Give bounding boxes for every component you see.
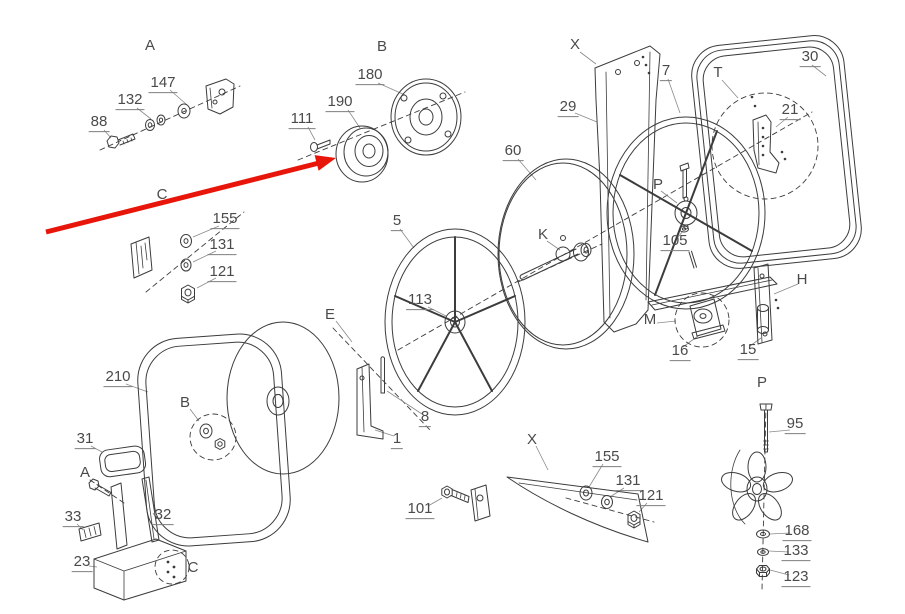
part-1-bracket — [356, 363, 384, 440]
detail-c-lower — [154, 549, 190, 585]
part-label-111: 111 — [288, 110, 316, 129]
part-label-131-x: 131 — [613, 472, 643, 491]
part-label-190: 190 — [325, 93, 355, 112]
section-label-b-top: B — [376, 38, 388, 56]
detail-b-lower — [189, 413, 237, 461]
part-121-nut-x — [627, 510, 641, 529]
section-label-a-top: A — [144, 37, 156, 55]
part-label-101: 101 — [405, 500, 435, 519]
part-131-lockwasher-c — [180, 258, 192, 272]
part-60-disc — [497, 158, 635, 350]
section-label-k: K — [537, 226, 549, 244]
part-label-131-c: 131 — [207, 236, 237, 255]
section-label-x-top: X — [569, 36, 581, 54]
part-k-shaft — [519, 242, 592, 281]
pointer-arrow-head — [314, 155, 336, 171]
part-131-lockwasher-x — [601, 495, 613, 509]
part-label-23: 23 — [71, 553, 93, 572]
pointer-arrow — [45, 155, 336, 235]
part-label-210: 210 — [103, 368, 133, 387]
part-label-121-x: 121 — [636, 487, 666, 506]
part-label-105: 105 — [660, 232, 690, 251]
part-label-155-c: 155 — [210, 210, 240, 229]
part-p-fan — [721, 449, 793, 525]
part-label-147: 147 — [148, 74, 178, 93]
part-155-washer-c — [180, 234, 192, 248]
part-label-5: 5 — [390, 212, 404, 231]
part-label-88: 88 — [88, 113, 110, 132]
part-label-95: 95 — [784, 415, 806, 434]
section-label-p-mid: P — [652, 176, 664, 194]
part-label-16: 16 — [669, 342, 691, 361]
part-31-gasket — [99, 445, 147, 478]
part-210-shield — [137, 333, 291, 547]
part-105-bolt-set — [679, 162, 697, 269]
part-label-30: 30 — [799, 48, 821, 67]
detail-m-tensioner — [674, 292, 730, 348]
part-label-133: 133 — [781, 542, 811, 561]
part-lower-disc — [226, 321, 340, 475]
pointer-arrow-shaft — [45, 160, 320, 235]
part-label-7: 7 — [659, 62, 673, 81]
section-label-b-lower: B — [179, 394, 191, 412]
section-label-t: T — [713, 64, 723, 82]
section-label-p-lower: P — [756, 374, 768, 392]
part-15-bushing — [757, 304, 769, 334]
section-label-x-lower: X — [526, 431, 538, 449]
part-label-123: 123 — [781, 568, 811, 587]
section-label-m: M — [643, 311, 657, 329]
part-101-bolt — [441, 485, 470, 503]
part-a-lower-bolt — [88, 478, 112, 497]
part-c-plate — [130, 236, 153, 279]
part-132-washers — [145, 114, 166, 131]
part-190-hub — [335, 125, 389, 183]
part-label-168: 168 — [782, 522, 812, 541]
part-30-frame — [691, 35, 862, 269]
frame-bottom-rail — [647, 276, 778, 311]
part-121-nut-c — [181, 284, 195, 304]
part-label-8: 8 — [418, 408, 432, 427]
part-label-113: 113 — [406, 291, 434, 310]
part-88-bolt — [106, 133, 136, 149]
section-label-c-lower: C — [187, 559, 199, 577]
part-label-15: 15 — [737, 341, 759, 360]
part-33-plate — [78, 522, 102, 542]
part-155-washer-x — [579, 485, 593, 501]
part-133-lockwasher — [757, 548, 769, 556]
part-101-bracket — [470, 484, 491, 522]
part-label-32: 32 — [152, 506, 174, 525]
part-label-121-c: 121 — [207, 263, 237, 282]
part-111-bolt — [310, 139, 331, 152]
part-7-wheel — [606, 116, 766, 310]
part-label-33: 33 — [62, 508, 84, 527]
section-label-h: H — [796, 271, 808, 289]
part-168-washer — [756, 529, 770, 539]
section-label-c-top: C — [156, 186, 168, 204]
part-label-1: 1 — [390, 430, 404, 449]
part-label-132: 132 — [115, 91, 145, 110]
section-label-e: E — [324, 306, 336, 324]
part-123-nut — [756, 565, 770, 577]
part-label-29: 29 — [557, 98, 579, 117]
label-leader-lines — [76, 51, 827, 576]
part-label-31: 31 — [74, 430, 96, 449]
part-x-blade — [506, 476, 649, 543]
part-180-flange — [390, 78, 462, 156]
assembly-axis-lines — [89, 85, 813, 591]
part-label-60: 60 — [502, 142, 524, 161]
part-95-bolt — [759, 403, 773, 453]
part-147-washer — [177, 103, 191, 119]
part-a-bracket — [205, 78, 235, 115]
detail-t-circle — [711, 92, 819, 200]
part-label-180: 180 — [355, 66, 385, 85]
part-label-21: 21 — [779, 101, 801, 120]
part-label-155-x: 155 — [592, 448, 622, 467]
part-23-channel — [93, 482, 187, 601]
part-5-wheel — [384, 228, 526, 416]
part-29-panel — [594, 45, 661, 333]
section-label-a-lower: A — [79, 464, 91, 482]
part-8-pin — [380, 356, 385, 394]
